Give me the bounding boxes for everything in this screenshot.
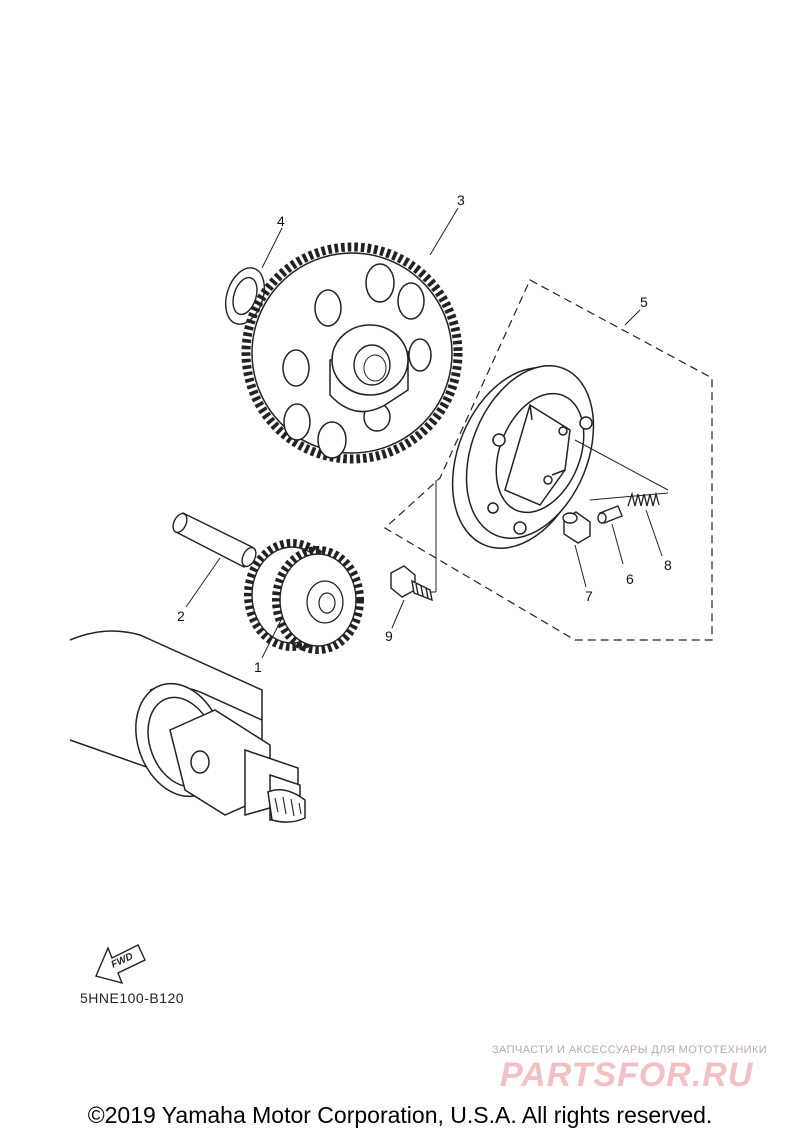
callout-9: 9 bbox=[385, 628, 393, 644]
callout-3: 3 bbox=[457, 192, 465, 208]
watermark-tagline: ЗАПЧАСТИ И АКСЕССУАРЫ ДЛЯ МОТОТЕХНИКИ bbox=[492, 1044, 768, 1056]
callout-4: 4 bbox=[277, 213, 285, 229]
fwd-arrow-icon: FWD bbox=[95, 944, 146, 985]
callout-5: 5 bbox=[640, 294, 648, 310]
part-9-bolt bbox=[390, 565, 433, 602]
part-8-spring bbox=[627, 491, 660, 507]
callout-2: 2 bbox=[177, 608, 185, 624]
callout-1: 1 bbox=[254, 659, 262, 675]
part-1-idler-gear bbox=[244, 539, 364, 654]
part-3-large-gear bbox=[241, 242, 463, 464]
part-6-plunger bbox=[597, 505, 623, 524]
part-7-roller bbox=[562, 511, 591, 544]
part-5-starter-clutch bbox=[451, 365, 595, 549]
diagram-part-code: 5HNE100-B120 bbox=[80, 990, 185, 1006]
alignment-lines bbox=[420, 439, 669, 593]
leader-lines bbox=[185, 207, 663, 659]
part-2-shaft bbox=[172, 512, 257, 568]
assembly-group-outline bbox=[383, 279, 713, 641]
watermark-logo: PARTSFOR.RU bbox=[500, 1056, 754, 1094]
callout-6: 6 bbox=[626, 571, 634, 587]
copyright-notice: ©2019 Yamaha Motor Corporation, U.S.A. A… bbox=[87, 1102, 713, 1128]
callout-7: 7 bbox=[585, 588, 593, 604]
starter-motor bbox=[69, 630, 306, 823]
callout-8: 8 bbox=[664, 557, 672, 573]
